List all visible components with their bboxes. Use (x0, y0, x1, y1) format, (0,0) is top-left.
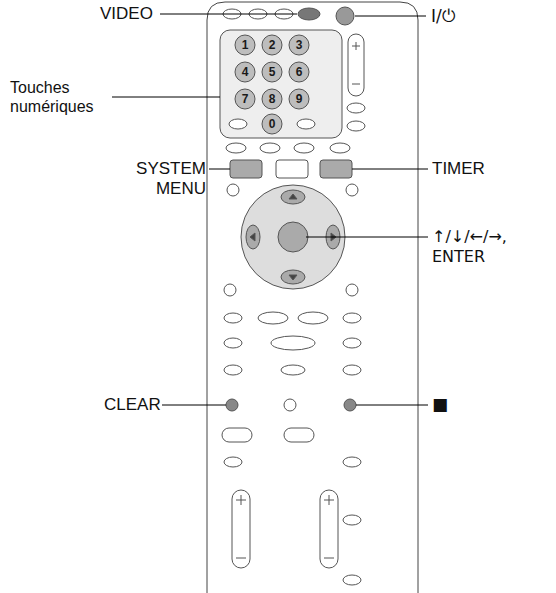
number-button (235, 62, 255, 82)
number-button (289, 35, 309, 55)
remote-button (271, 336, 315, 350)
callout-label: TIMER (432, 159, 485, 179)
enter-button (278, 222, 308, 252)
system-menu-button (230, 160, 262, 178)
button-digit: 5 (262, 62, 282, 82)
remote-button (343, 575, 361, 585)
stop-button (344, 399, 356, 411)
leader-line (112, 97, 220, 98)
leader-line (352, 169, 428, 170)
number-button (235, 35, 255, 55)
button-digit: 4 (235, 62, 255, 82)
remote-button (224, 338, 242, 348)
button-digit: 1 (235, 35, 255, 55)
number-button (289, 62, 309, 82)
remote-button (294, 143, 314, 153)
button-digit: 9 (289, 89, 309, 109)
volume-rocker (348, 34, 364, 96)
remote-button (224, 365, 242, 375)
leader-line (356, 405, 428, 406)
number-button (262, 89, 282, 109)
remote-button (226, 143, 246, 153)
clear-button (226, 399, 238, 411)
callout-label: ■ (432, 394, 448, 414)
leader-line (160, 14, 297, 15)
rocker-mark (236, 495, 334, 558)
power-button (336, 7, 354, 25)
timer-button (320, 160, 352, 178)
remote-button (343, 338, 361, 348)
remote-button (224, 457, 242, 467)
callout-label: I/⏻ (431, 6, 455, 26)
remote-button (281, 365, 305, 375)
remote-button (297, 119, 315, 129)
video-button (298, 8, 320, 20)
remote-button (258, 312, 288, 324)
remote-button (284, 399, 296, 411)
remote-button (298, 312, 328, 324)
remote-button (260, 143, 280, 153)
number-button (262, 62, 282, 82)
remote-button (343, 313, 361, 323)
remote-button (227, 184, 239, 196)
remote-button (343, 457, 361, 467)
remote-button (229, 119, 247, 129)
number-button (289, 89, 309, 109)
remote-button (224, 284, 236, 296)
button-digit: 2 (262, 35, 282, 55)
remote-button (347, 121, 365, 131)
number-button (262, 114, 282, 134)
callout-label: Touches numériques (10, 78, 110, 116)
remote-button (346, 284, 358, 296)
button-digit: 6 (289, 62, 309, 82)
remote-button (222, 428, 252, 442)
remote-button (330, 143, 350, 153)
remote-button (284, 428, 314, 442)
leader-line (355, 16, 426, 17)
button-digit: 8 (262, 89, 282, 109)
remote-button (224, 313, 242, 323)
button-digit: 7 (235, 89, 255, 109)
leader-line (306, 237, 428, 238)
callout-label: VIDEO (100, 4, 153, 24)
volume-mark (352, 42, 360, 84)
number-button (262, 35, 282, 55)
remote-button (346, 184, 358, 196)
leader-line (162, 405, 226, 406)
leader-line (209, 169, 230, 170)
remote-button (276, 160, 308, 178)
callout-label: ↑/↓/←/→, ENTER (432, 227, 540, 267)
remote-button (343, 365, 361, 375)
button-digit: 3 (289, 35, 309, 55)
numpad-frame (220, 30, 342, 138)
callout-label: SYSTEM MENU (112, 159, 206, 199)
remote-button (343, 515, 361, 525)
remote-body (207, 2, 418, 593)
remote-button (347, 103, 365, 113)
number-button (235, 89, 255, 109)
callout-label: CLEAR (104, 395, 161, 415)
button-digit: 0 (262, 114, 282, 134)
